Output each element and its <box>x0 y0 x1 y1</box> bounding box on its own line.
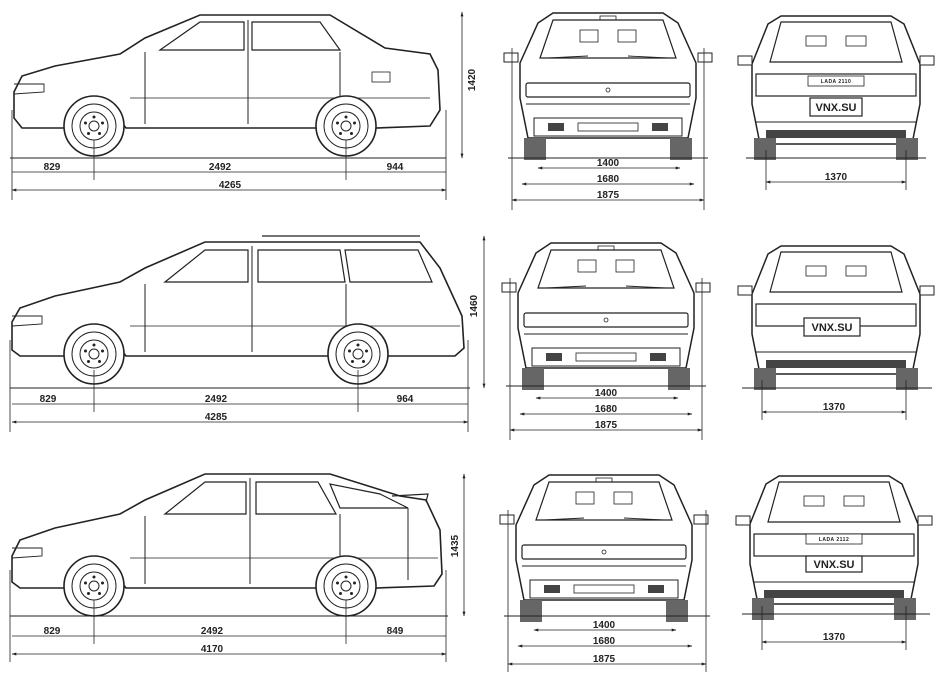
dim-rear-overhang: 849 <box>387 626 404 637</box>
dim-rear-track: 1370 <box>823 402 846 413</box>
dim-overall-width: 1875 <box>597 190 620 201</box>
dim-overall-length: 4170 <box>201 644 224 655</box>
sedan-front-view: 1400 1680 1875 <box>503 12 713 210</box>
dim-front-track: 1400 <box>595 388 618 399</box>
dim-rear-track: 1370 <box>825 172 848 183</box>
dim-rear-overhang: 964 <box>397 394 414 405</box>
dim-rear-track: 1370 <box>823 632 846 643</box>
license-plate: VNX.SU <box>816 102 857 114</box>
wagon-side-view <box>10 235 470 389</box>
dim-overall-width: 1875 <box>595 420 618 431</box>
sedan-side-dimensions: 829 2492 944 4265 1420 <box>11 11 478 200</box>
dim-overall-width: 1875 <box>593 654 616 665</box>
dim-wheelbase: 2492 <box>209 162 232 173</box>
dim-front-track: 1400 <box>597 158 620 169</box>
hatchback-front-view: 1400 1680 1875 <box>499 474 710 672</box>
wagon-rear-view: VNX.SU 1370 <box>737 245 935 420</box>
rear-model-badge: LADA 2112 <box>819 537 849 543</box>
license-plate: VNX.SU <box>812 322 853 334</box>
dim-front-mid-width: 1680 <box>593 636 616 647</box>
dim-front-overhang: 829 <box>44 626 61 637</box>
hatchback-rear-view: LADA 2112 VNX.SU 1370 <box>735 475 933 650</box>
hatchback-side-view <box>10 473 448 617</box>
dim-front-mid-width: 1680 <box>595 404 618 415</box>
wagon-front-view: 1400 1680 1875 <box>501 242 711 440</box>
dim-overall-length: 4285 <box>205 412 228 423</box>
dim-height: 1435 <box>450 534 461 557</box>
dim-wheelbase: 2492 <box>201 626 224 637</box>
dim-height: 1460 <box>469 294 480 317</box>
dim-height: 1420 <box>467 68 478 91</box>
hatchback-side-dimensions: 829 2492 849 4170 1435 <box>9 473 466 662</box>
dim-front-track: 1400 <box>593 620 616 631</box>
rear-model-badge: LADA 2110 <box>821 79 851 85</box>
wagon-side-dimensions: 829 2492 964 4285 1460 <box>9 235 486 432</box>
dim-overall-length: 4265 <box>219 180 242 191</box>
dim-front-overhang: 829 <box>40 394 57 405</box>
dim-front-mid-width: 1680 <box>597 174 620 185</box>
license-plate: VNX.SU <box>814 559 855 571</box>
dim-rear-overhang: 944 <box>387 162 404 173</box>
sedan-rear-view: LADA 2110 VNX.SU 1370 <box>737 15 935 190</box>
dim-front-overhang: 829 <box>44 162 61 173</box>
dim-wheelbase: 2492 <box>205 394 228 405</box>
sedan-side-view <box>10 14 446 159</box>
